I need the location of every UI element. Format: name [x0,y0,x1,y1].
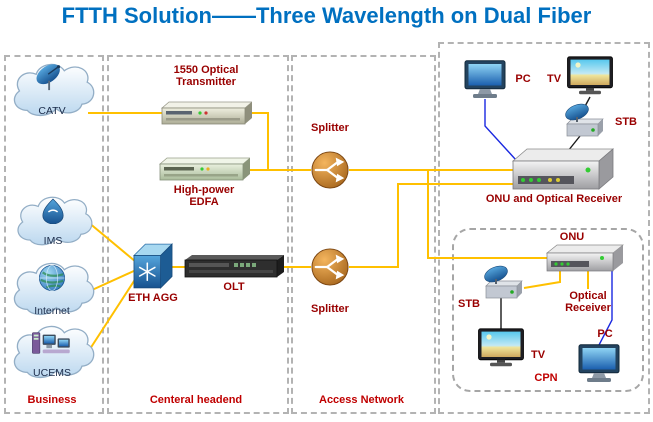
splitter-icon [311,151,349,189]
cpn-section-label: CPN [534,372,558,384]
splitter-top [311,151,349,189]
catv-label: CATV [38,105,66,117]
splitter-bottom-label: Splitter [311,303,349,315]
globe-icon [39,265,65,291]
headend-section-label: Centeral headend [149,394,243,406]
splitter-bottom [311,248,349,286]
tv-icon [567,56,613,95]
catv-cloud: CATV [8,58,96,124]
cpn-optical-receiver-label: Optical Receiver [565,290,611,314]
cpn-pc [576,344,622,384]
cpn-section-box [452,228,644,392]
edfa-device [158,157,250,181]
rack-device-icon [184,255,284,278]
transmitter-label: 1550 Optical Transmitter [173,64,239,88]
tv-top-label: TV [546,73,562,85]
cpn-onu-label: ONU [559,231,585,243]
page-title: FTTH Solution——Three Wavelength on Dual … [61,3,592,28]
pc-monitor-icon [578,344,620,382]
tv-icon [478,328,524,367]
cpn-onu-device [546,244,624,272]
access-network-section-box [291,55,436,414]
internet-label: Internet [34,305,70,317]
stb-icon [484,265,523,299]
splitter-top-label: Splitter [311,122,349,134]
ims-service-icon [42,198,64,224]
pc-top-label: PC [515,73,531,85]
olt-label: OLT [223,281,245,293]
pc-top [462,60,508,100]
rack-device-icon [158,157,250,181]
optical-transmitter-device [160,101,252,125]
ucems-label: UCEMS [33,367,71,379]
cloud-shape [13,63,95,117]
stb-top-label: STB [615,116,637,128]
cpn-stb [481,264,525,302]
internet-cloud: Internet [8,256,96,324]
eth-agg-switch [133,243,173,289]
rack-device-icon [160,101,252,125]
ucems-servers-icon [32,332,70,354]
pc-monitor-icon [464,60,506,98]
satellite-dish-icon [36,64,61,91]
tv-top [566,56,614,98]
network-terminal-icon [546,244,624,272]
ims-label: IMS [43,235,63,247]
ims-cloud: IMS [12,190,94,254]
ucems-cloud: UCEMS [8,320,96,386]
cpn-pc-label: PC [597,328,613,340]
splitter-icon [311,248,349,286]
cpn-tv-label: TV [530,349,546,361]
business-section-label: Business [27,394,77,406]
cpn-tv [477,328,525,370]
stb-top [562,102,606,140]
stb-icon [565,103,604,137]
onu-optical-receiver-label: ONU and Optical Receiver [485,193,623,205]
network-terminal-icon [512,148,614,190]
cpn-stb-label: STB [458,298,480,310]
eth-agg-label: ETH AGG [128,292,178,304]
snowflake-icon [138,262,156,282]
onu-optical-receiver-device [512,148,614,190]
access-section-label: Access Network [319,394,404,406]
edfa-label: High-power EDFA [173,184,235,208]
switch-cube-icon [133,243,173,289]
olt-device [184,254,284,278]
